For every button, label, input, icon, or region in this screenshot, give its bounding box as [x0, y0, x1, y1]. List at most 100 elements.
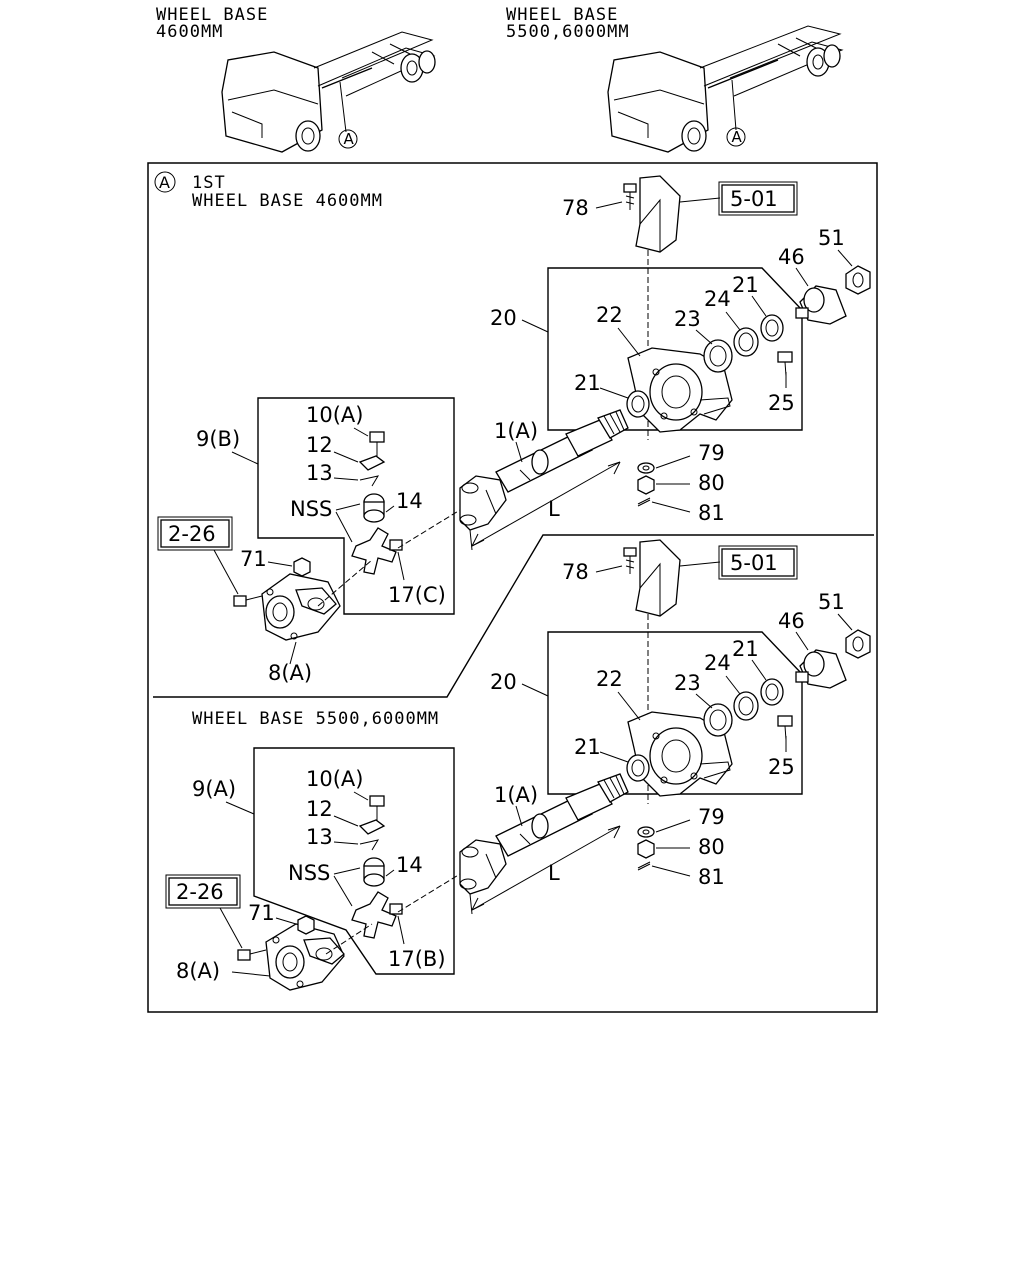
seal-21-left — [626, 390, 650, 418]
label-14: 14 — [396, 489, 423, 513]
header-right: WHEEL BASE 5500,6000MM A — [506, 5, 844, 153]
label-1a: 1(A) — [494, 783, 538, 807]
ref-226-text: 2-26 — [176, 880, 224, 904]
label-51: 51 — [818, 590, 845, 614]
label-9: 9(B) — [196, 427, 240, 451]
center-bearing-group-box — [547, 267, 803, 431]
label-21-left: 21 — [574, 735, 601, 759]
label-23: 23 — [674, 307, 701, 331]
flange-yoke-8a — [265, 923, 345, 991]
label-78: 78 — [562, 560, 589, 584]
ref-501-text: 5-01 — [730, 551, 778, 575]
bolt-2-26 — [233, 595, 263, 607]
label-80: 80 — [698, 471, 725, 495]
label-24: 24 — [704, 287, 731, 311]
shaft-yoke — [459, 475, 507, 531]
flange-46 — [795, 285, 847, 325]
label-8a: 8(A) — [268, 661, 312, 685]
bearing-23 — [703, 339, 733, 373]
propeller-shaft-1a — [495, 773, 629, 857]
grease-nipple-25 — [777, 715, 793, 741]
bearing-cup-14 — [363, 493, 385, 523]
left-title-line1: WHEEL BASE — [156, 5, 268, 25]
section1-line2: WHEEL BASE 4600MM — [192, 191, 383, 211]
washer-79 — [637, 826, 655, 838]
cotter-pin-81 — [637, 861, 651, 871]
bolt-10a — [369, 795, 385, 822]
ref-box-226 — [160, 519, 230, 548]
label-21-right: 21 — [732, 637, 759, 661]
bolt-2-26 — [237, 949, 267, 961]
section1-line1: 1ST — [192, 173, 226, 193]
nut-80 — [637, 475, 655, 495]
spider-cross — [351, 527, 397, 575]
label-12: 12 — [306, 797, 333, 821]
label-14: 14 — [396, 853, 423, 877]
nut-71 — [297, 915, 315, 935]
label-1a: 1(A) — [494, 419, 538, 443]
bearing-23 — [703, 703, 733, 737]
callout-a-left: A — [344, 130, 355, 148]
seal-21-left — [626, 754, 650, 782]
section-header-1: A 1ST WHEEL BASE 4600MM — [154, 171, 383, 211]
seal-24 — [733, 691, 759, 721]
label-51: 51 — [818, 226, 845, 250]
label-20: 20 — [490, 306, 517, 330]
center-bearing-group-box — [547, 631, 803, 795]
label-17: 17(B) — [388, 947, 446, 971]
seal-24 — [733, 327, 759, 357]
label-71: 71 — [248, 901, 275, 925]
label-l: L — [548, 861, 560, 885]
callout-a-right: A — [732, 128, 743, 146]
ref-box-226 — [168, 877, 238, 906]
grease-nipple-17 — [389, 539, 403, 551]
label-25: 25 — [768, 391, 795, 415]
label-46: 46 — [778, 245, 805, 269]
label-71: 71 — [240, 547, 267, 571]
center-bearing-housing — [627, 711, 733, 797]
lock-plate-12 — [358, 819, 386, 835]
label-22: 22 — [596, 667, 623, 691]
hanger-bracket — [635, 175, 681, 440]
bolt-78 — [623, 547, 637, 574]
panel-marker: A — [159, 173, 170, 192]
label-13: 13 — [306, 825, 333, 849]
hanger-bracket — [635, 539, 681, 804]
nut-51 — [845, 629, 871, 659]
dimension-l — [469, 461, 621, 551]
washer-79 — [637, 462, 655, 474]
ref-501-text: 5-01 — [730, 187, 778, 211]
main-panel-frame — [147, 162, 878, 1013]
label-8a: 8(A) — [176, 959, 220, 983]
cotter-pin-81 — [637, 497, 651, 507]
label-22: 22 — [596, 303, 623, 327]
nut-80 — [637, 839, 655, 859]
truck-illustration-right: A — [607, 25, 844, 153]
label-20: 20 — [490, 670, 517, 694]
section-divider — [153, 534, 874, 698]
dimension-l — [469, 825, 621, 915]
shaft-yoke — [459, 839, 507, 895]
grease-nipple-17 — [389, 903, 403, 915]
label-46: 46 — [778, 609, 805, 633]
label-17: 17(C) — [388, 583, 446, 607]
ref-box-501 — [721, 548, 795, 577]
flange-yoke-8a — [261, 573, 341, 641]
section2-title: WHEEL BASE 5500,6000MM — [192, 709, 439, 729]
label-21-right: 21 — [732, 273, 759, 297]
propeller-shaft-1a — [495, 409, 629, 493]
bolt-10a — [369, 431, 385, 458]
ref-box-501 — [721, 184, 795, 213]
label-79: 79 — [698, 805, 725, 829]
left-title-line2: 4600MM — [156, 22, 223, 42]
center-bearing-housing — [627, 347, 733, 433]
seal-21-right — [760, 314, 784, 342]
ref-226-text: 2-26 — [168, 522, 216, 546]
label-21-left: 21 — [574, 371, 601, 395]
propeller-shaft-assembly-wb4600: 78 5-01 20 22 23 24 — [157, 175, 871, 685]
label-nss: NSS — [288, 861, 330, 885]
truck-illustration-left: A — [221, 31, 436, 153]
label-nss: NSS — [290, 497, 332, 521]
label-80: 80 — [698, 835, 725, 859]
